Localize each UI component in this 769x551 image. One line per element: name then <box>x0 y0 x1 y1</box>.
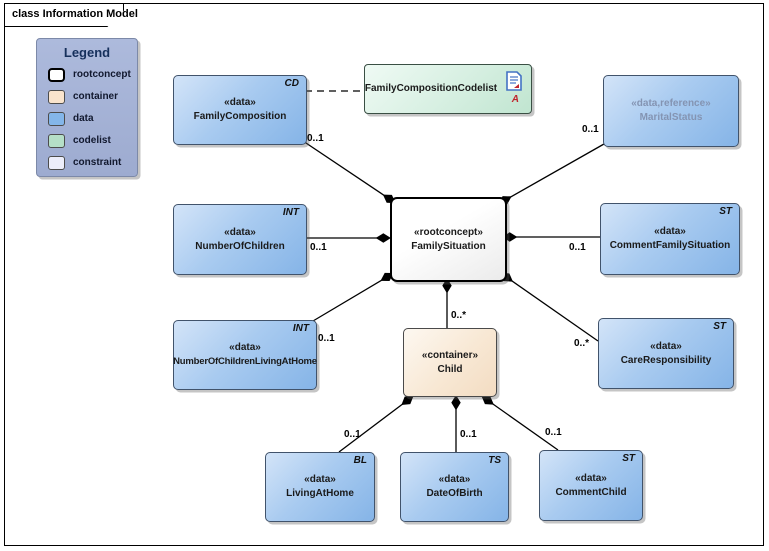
node-name: FamilySituation <box>411 240 486 252</box>
node-name: MaritalStatus <box>639 112 703 123</box>
node-name: DateOfBirth <box>426 488 483 499</box>
node-stereotype: «rootconcept» <box>414 226 483 238</box>
connector-commentchild <box>483 397 559 451</box>
document-icon <box>506 71 522 91</box>
node-stereotype: «data» <box>304 474 336 485</box>
type-marker: ST <box>622 453 635 464</box>
node-numberofchildrenlivingathome[interactable]: INT «data» NumberOfChildrenLivingAtHome <box>173 320 317 390</box>
rootconcept-swatch <box>48 67 65 82</box>
node-numberofchildren[interactable]: INT «data» NumberOfChildren <box>173 204 307 275</box>
node-careresponsibility[interactable]: ST «data» CareResponsibility <box>598 318 734 389</box>
node-livingathome[interactable]: BL «data» LivingAtHome <box>265 452 375 522</box>
container-swatch <box>48 89 65 104</box>
node-name: NumberOfChildren <box>195 240 285 252</box>
legend-item-rootconcept: rootconcept <box>48 67 137 82</box>
node-stereotype: «data» <box>438 474 471 485</box>
node-stereotype: «data» <box>650 340 682 352</box>
legend-item-codelist: codelist <box>48 133 137 148</box>
connector-livingathome <box>338 397 412 453</box>
constraint-swatch <box>48 155 65 170</box>
type-marker: BL <box>353 455 367 466</box>
node-familycompositioncodelist[interactable]: FamilyCompositionCodelist A <box>364 64 532 114</box>
multiplicity-label: 0..1 <box>307 133 324 144</box>
node-name: FamilyCompositionCodelist <box>364 83 498 94</box>
connector-numberofchildrenlivingathome <box>312 274 392 322</box>
multiplicity-label: 0..1 <box>460 429 477 440</box>
multiplicity-label: 0..1 <box>344 429 361 440</box>
legend: Legend rootconcept container data codeli… <box>36 38 138 177</box>
node-familycomposition[interactable]: CD «data» FamilyComposition <box>173 75 307 145</box>
node-stereotype: «container» <box>421 349 479 361</box>
node-commentfamilysituation[interactable]: ST «data» CommentFamilySituation <box>600 203 740 275</box>
connector-familycomposition <box>302 140 394 202</box>
multiplicity-label: 0..1 <box>318 333 335 344</box>
multiplicity-label: 0..* <box>451 310 467 321</box>
diagram-title: class Information Model <box>12 8 138 20</box>
codelist-swatch <box>48 133 65 148</box>
type-marker: INT <box>292 323 309 334</box>
multiplicity-label: 0..1 <box>582 124 599 135</box>
legend-item-data: data <box>48 111 137 126</box>
multiplicity-label: 0..* <box>574 338 590 349</box>
node-name: FamilyComposition <box>193 111 287 122</box>
multiplicity-label: 0..1 <box>545 427 562 438</box>
node-stereotype: «data» <box>229 342 261 354</box>
node-name: Child <box>437 363 463 375</box>
node-name: CareResponsibility <box>620 354 712 366</box>
type-marker: INT <box>282 207 299 218</box>
type-marker: CD <box>284 78 299 89</box>
node-stereotype: «data» <box>654 226 686 237</box>
node-stereotype: «data» <box>224 226 256 238</box>
legend-item-container: container <box>48 89 137 104</box>
node-name: CommentChild <box>555 486 627 498</box>
type-marker: TS <box>488 455 501 466</box>
node-dateofbirth[interactable]: TS «data» DateOfBirth <box>400 452 509 522</box>
type-marker: ST <box>719 206 732 217</box>
node-stereotype: «data» <box>575 472 607 484</box>
multiplicity-label: 0..1 <box>310 242 327 253</box>
node-commentchild[interactable]: ST «data» CommentChild <box>539 450 643 521</box>
legend-title: Legend <box>63 45 111 60</box>
multiplicity-label: 0..1 <box>569 242 586 253</box>
node-name: CommentFamilySituation <box>609 240 731 251</box>
connector-maritalstatus <box>500 143 605 203</box>
node-child[interactable]: «container» Child <box>403 328 497 397</box>
node-stereotype: «data,reference» <box>631 98 711 109</box>
type-marker: ST <box>713 321 726 332</box>
data-swatch <box>48 111 65 126</box>
node-stereotype: «data» <box>224 97 256 108</box>
node-familysituation[interactable]: «rootconcept» FamilySituation <box>390 197 507 282</box>
connector-careresponsibility <box>502 274 599 342</box>
diagram-frame <box>4 3 764 546</box>
node-name: NumberOfChildrenLivingAtHome <box>173 356 317 368</box>
legend-item-constraint: constraint <box>48 155 137 170</box>
node-maritalstatus[interactable]: «data,reference» MaritalStatus <box>603 75 739 147</box>
auto-badge: A <box>511 94 519 105</box>
node-name: LivingAtHome <box>286 488 354 499</box>
